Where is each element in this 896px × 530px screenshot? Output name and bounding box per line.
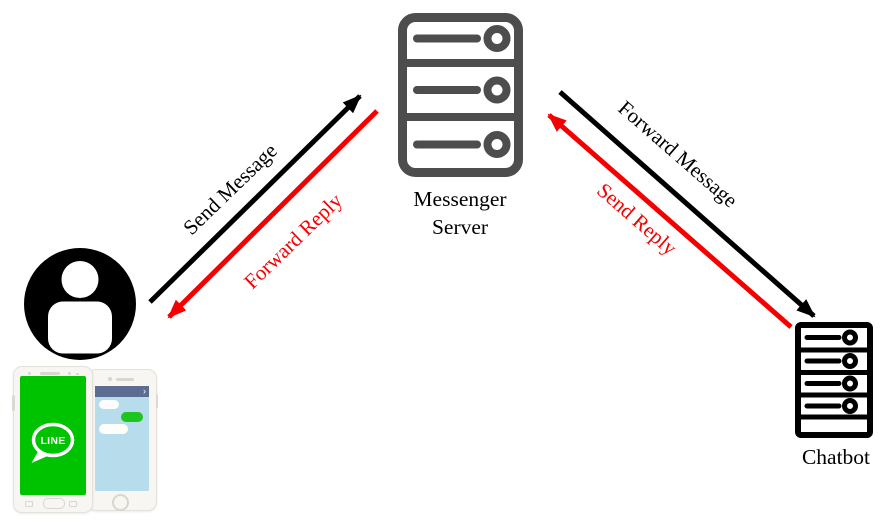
home-button <box>43 498 65 509</box>
phone-speaker <box>40 372 60 375</box>
line-logo-text: LINE <box>40 435 65 447</box>
send-reply-label: Send Reply <box>592 178 682 260</box>
chat-header-bar: › <box>95 386 149 397</box>
chatbot-label: Chatbot <box>801 445 871 469</box>
chevron-right-icon: › <box>143 386 146 396</box>
user-torso <box>48 301 112 354</box>
user-icon <box>24 248 136 360</box>
phone-camera-dot <box>28 372 31 375</box>
line-logo-bubble <box>31 422 75 458</box>
send-message-arrow <box>148 94 362 304</box>
back-softkey <box>69 501 77 507</box>
server-slot-led <box>483 131 511 158</box>
line-phone: LINE <box>12 366 93 513</box>
chatbot-slot-led <box>842 375 858 392</box>
user-head <box>61 261 99 298</box>
volume-button <box>155 394 158 408</box>
phone-sensor-dot <box>68 372 71 375</box>
messenger-server-label: Messenger Server <box>413 187 507 240</box>
messenger-server-icon <box>398 13 523 177</box>
forward-reply-arrow <box>167 109 379 319</box>
phone-sensor-dot <box>76 372 79 375</box>
chat-bubble-incoming <box>99 424 128 434</box>
server-slot-led <box>483 25 511 52</box>
volume-button <box>12 395 15 411</box>
chatbot-icon <box>795 322 873 438</box>
chat-app-screen: › <box>95 386 149 491</box>
chat-phone: › <box>87 369 158 511</box>
phone-speaker <box>116 377 134 381</box>
chatbot-slot-led <box>842 329 858 346</box>
chatbot-slot-led <box>842 353 858 369</box>
line-logo-tail <box>31 450 50 463</box>
chat-bubble-incoming <box>99 400 119 409</box>
forward-message-arrow <box>558 90 816 318</box>
home-button <box>112 494 129 511</box>
line-logo: LINE <box>31 422 75 463</box>
send-reply-arrow <box>547 113 793 329</box>
chat-bubble-outgoing <box>121 412 143 422</box>
forward-message-label: Forward Message <box>614 96 743 212</box>
server-slot-led <box>483 76 511 104</box>
send-message-label: Send Message <box>178 138 282 239</box>
line-app-screen: LINE <box>20 376 86 495</box>
chatbot-slot-led <box>842 398 858 414</box>
phone-camera-dot <box>108 377 112 381</box>
forward-reply-label: Forward Reply <box>239 188 347 294</box>
menu-softkey <box>25 501 33 507</box>
